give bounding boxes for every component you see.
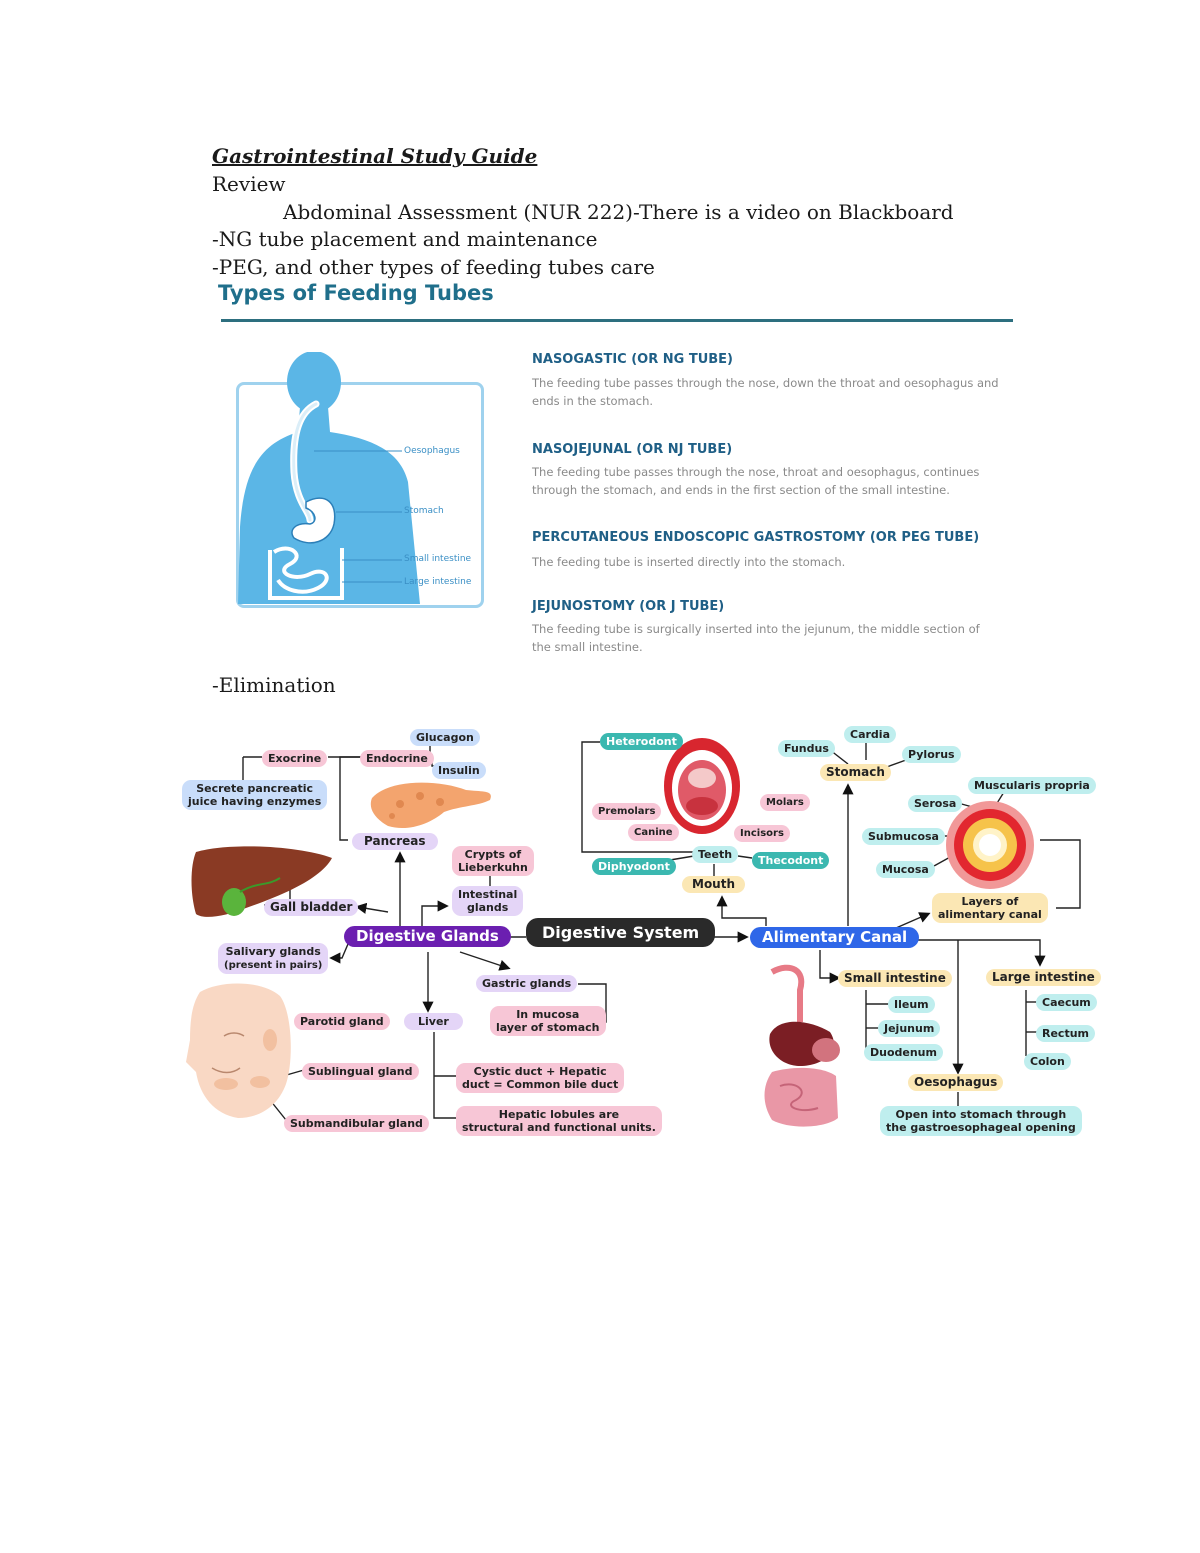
organ-label-oesophagus: Oesophagus (404, 446, 460, 456)
node-submucosa: Submucosa (862, 828, 945, 845)
node-stomach: Stomach (820, 764, 891, 781)
node-pylorus: Pylorus (902, 746, 961, 763)
cystic-line-1: Cystic duct + Hepatic (473, 1065, 607, 1078)
node-rectum: Rectum (1036, 1025, 1096, 1042)
node-salivary-glands: Salivary glands (present in pairs) (218, 943, 329, 974)
organ-label-large-intestine: Large intestine (404, 577, 472, 587)
node-large-intestine: Large intestine (986, 969, 1101, 986)
node-alimentary-canal: Alimentary Canal (750, 927, 920, 948)
node-liver: Liver (404, 1013, 463, 1030)
crypts-line-2: Lieberkuhn (458, 861, 528, 874)
node-jejunum: Jejunum (878, 1020, 941, 1037)
mucosa-line-2: layer of stomach (496, 1021, 600, 1034)
node-digestive-glands: Digestive Glands (344, 926, 511, 947)
node-ileum: Ileum (888, 996, 935, 1013)
feeding-tubes-heading: Types of Feeding Tubes (218, 281, 494, 305)
node-molars: Molars (760, 794, 810, 811)
hepatic-line-1: Hepatic lobules are (498, 1108, 620, 1121)
tube-title-nj: NASOJEJUNAL (OR NJ TUBE) (532, 442, 733, 457)
secrete-line-2: juice having enzymes (188, 795, 322, 808)
node-thecodont: Thecodont (752, 852, 830, 869)
node-teeth: Teeth (692, 846, 739, 863)
tube-title-ng: NASOGASTIC (OR NG TUBE) (532, 352, 733, 367)
node-parotid-gland: Parotid gland (294, 1013, 390, 1030)
ng-tube-line: -NG tube placement and maintenance (212, 227, 598, 251)
node-digestive-system: Digestive System (526, 918, 716, 947)
human-body-illustration (238, 352, 420, 604)
secrete-line-1: Secrete pancreatic (196, 782, 314, 795)
node-serosa: Serosa (908, 795, 963, 812)
node-incisors: Incisors (734, 825, 790, 842)
node-caecum: Caecum (1036, 994, 1097, 1011)
hepatic-line-2: structural and functional units. (462, 1121, 656, 1134)
tube-desc-ng: The feeding tube passes through the nose… (532, 376, 999, 408)
node-gall-bladder: Gall bladder (264, 899, 359, 916)
tube-desc-peg: The feeding tube is inserted directly in… (532, 555, 846, 569)
layers-line-1: Layers of (961, 895, 1019, 908)
intestinal-line-2: glands (466, 901, 509, 914)
gut-wall-illustration (946, 801, 1034, 889)
node-sublingual-gland: Sublingual gland (302, 1063, 419, 1080)
layers-line-2: alimentary canal (938, 908, 1042, 921)
node-premolars: Premolars (592, 803, 662, 820)
node-gastric-glands: Gastric glands (476, 975, 578, 992)
intestinal-line-1: Intestinal (458, 888, 518, 901)
node-glucagon: Glucagon (410, 729, 480, 746)
node-exocrine: Exocrine (262, 750, 328, 767)
node-heterodont: Heterodont (600, 733, 683, 750)
organ-label-stomach: Stomach (404, 506, 444, 516)
node-endocrine: Endocrine (360, 750, 434, 767)
tube-desc-nj: The feeding tube passes through the nose… (532, 465, 980, 497)
review-line: Review (212, 172, 286, 196)
node-diphyodont: Diphyodont (592, 858, 676, 875)
salivary-line-1: Salivary glands (225, 945, 321, 958)
crypts-line-1: Crypts of (464, 848, 522, 861)
node-colon: Colon (1024, 1053, 1071, 1070)
mucosa-line-1: In mucosa (516, 1008, 580, 1021)
node-small-intestine: Small intestine (838, 970, 952, 987)
peg-line: -PEG, and other types of feeding tubes c… (212, 255, 655, 279)
abdominal-assessment-line: Abdominal Assessment (NUR 222)-There is … (283, 200, 954, 224)
node-duodenum: Duodenum (864, 1044, 943, 1061)
heading-rule (221, 319, 1013, 322)
pancreas-illustration (370, 782, 491, 829)
cystic-line-2: duct = Common bile duct (462, 1078, 619, 1091)
opening-line-1: Open into stomach through (895, 1108, 1067, 1121)
tube-desc-j: The feeding tube is surgically inserted … (532, 622, 980, 654)
node-pancreas: Pancreas (352, 833, 438, 850)
opening-line-2: the gastroesophageal opening (886, 1121, 1076, 1134)
node-muscularis-propria: Muscularis propria (968, 777, 1096, 794)
digestive-organs-illustration (764, 964, 840, 1127)
node-oesophagus: Oesophagus (908, 1074, 1004, 1091)
node-mouth: Mouth (682, 876, 746, 893)
node-fundus: Fundus (778, 740, 835, 757)
tube-title-peg: PERCUTANEOUS ENDOSCOPIC GASTROSTOMY (OR … (532, 530, 980, 545)
organ-label-small-intestine: Small intestine (404, 554, 472, 564)
tube-title-j: JEJUNOSTOMY (OR J TUBE) (532, 599, 725, 614)
node-mucosa: Mucosa (876, 861, 935, 878)
elimination-line: -Elimination (212, 673, 336, 697)
liver-illustration (191, 846, 332, 917)
mouth-illustration (664, 738, 740, 834)
document-title: Gastrointestinal Study Guide (212, 144, 538, 168)
face-illustration (186, 983, 291, 1118)
node-insulin: Insulin (432, 762, 486, 779)
node-submandibular-gland: Submandibular gland (284, 1115, 429, 1132)
node-canine: Canine (628, 824, 679, 841)
salivary-line-2: (present in pairs) (224, 960, 323, 971)
node-cardia: Cardia (844, 726, 896, 743)
